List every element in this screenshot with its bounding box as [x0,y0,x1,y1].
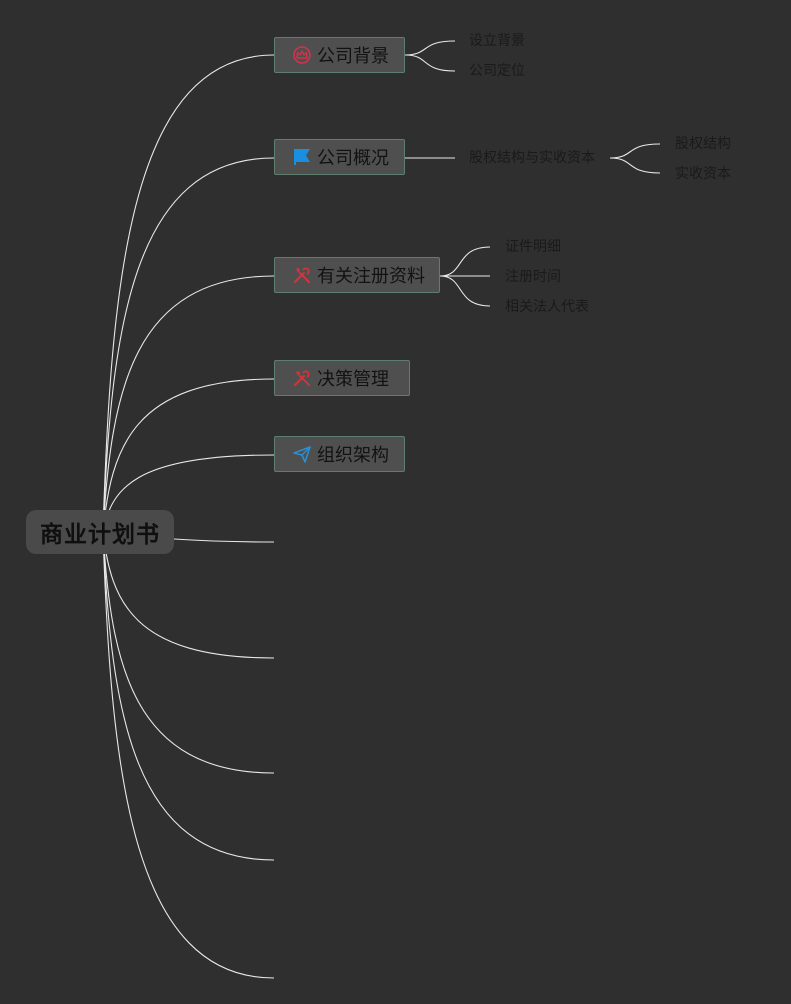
crown-icon [291,44,313,66]
topic-label: 公司概况 [317,148,389,169]
empty-branch-connector [173,538,275,543]
subtopic-connector [609,143,661,159]
topic-company-overview[interactable]: 公司概况 [274,139,405,175]
central-topic-label: 商业计划书 [40,522,160,548]
empty-branch-connector [102,531,275,861]
subtopic-connector [404,40,456,56]
subtopic-connector [404,54,456,72]
subtopic-legal-representative[interactable]: 相关法人代表 [505,299,589,315]
topic-label: 组织架构 [317,445,389,466]
topic-label: 有关注册资料 [317,266,425,287]
subtopic-equity-structure[interactable]: 股权结构 [675,136,731,152]
tools-icon [291,367,313,389]
subtopic-connector [609,157,661,174]
subtopic-setup-background[interactable]: 设立背景 [469,33,525,49]
topic-connector [102,275,275,533]
subtopic-certificate-details[interactable]: 证件明细 [505,239,561,255]
topic-connector [102,157,275,533]
tools-icon [291,264,313,286]
subtopic-equity-and-capital[interactable]: 股权结构与实收资本 [469,150,595,166]
paper-plane-icon [291,443,313,465]
empty-branch-connector [102,531,275,979]
topic-company-background[interactable]: 公司背景 [274,37,405,73]
topic-connector [102,378,275,533]
subtopic-registration-time[interactable]: 注册时间 [505,269,561,285]
empty-branch-connector [102,531,275,774]
topic-label: 决策管理 [317,369,389,390]
topic-connector [102,54,275,533]
subtopic-connector [439,246,491,277]
flag-icon [291,146,313,168]
topic-decision-management[interactable]: 决策管理 [274,360,410,396]
subtopic-paid-in-capital[interactable]: 实收资本 [675,166,731,182]
topic-label: 公司背景 [317,46,389,67]
topic-registration-info[interactable]: 有关注册资料 [274,257,440,293]
subtopic-company-positioning[interactable]: 公司定位 [469,63,525,79]
topic-organization-structure[interactable]: 组织架构 [274,436,405,472]
central-topic[interactable]: 商业计划书 [26,510,174,554]
subtopic-connector [439,275,491,307]
empty-branch-connector [102,531,275,659]
